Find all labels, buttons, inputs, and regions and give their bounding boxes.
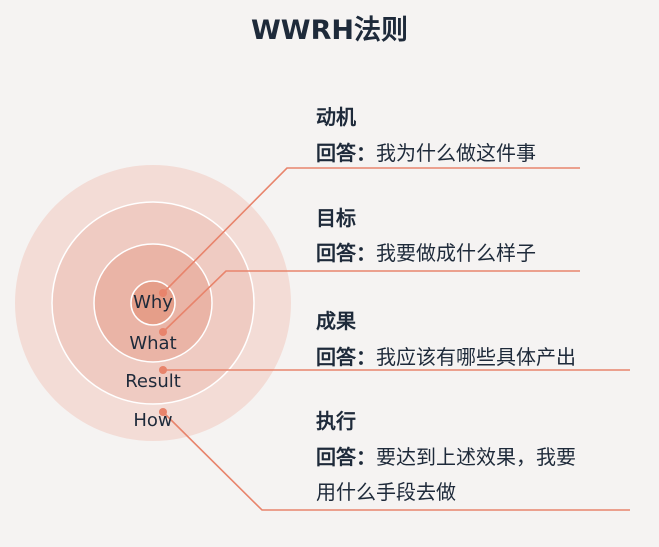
connector-what: [162, 270, 580, 333]
answer-text: 要达到上述效果，我要: [376, 445, 576, 469]
answer-label: 回答：: [316, 241, 376, 265]
ring-label-how: How: [133, 410, 173, 431]
answer-text: 我为什么做这件事: [376, 141, 536, 165]
answer-label: 回答：: [316, 445, 376, 469]
ring-label-why: Why: [133, 292, 173, 313]
heading-result: 成果: [316, 309, 356, 333]
dot-why: [159, 289, 167, 297]
heading-execution: 执行: [316, 409, 356, 433]
connector-why: [162, 167, 580, 294]
answer-execution: 回答：要达到上述效果，我要: [316, 445, 576, 469]
connector-how: [162, 411, 630, 511]
dot-what: [159, 328, 167, 336]
diagram-title: WWRH法则: [251, 15, 408, 46]
heading-motivation: 动机: [316, 105, 356, 129]
heading-goal: 目标: [316, 206, 356, 230]
ring-label-what: What: [129, 333, 177, 354]
answer-label: 回答：: [316, 345, 376, 369]
dot-result: [159, 366, 167, 374]
answer-text: 我要做成什么样子: [376, 241, 536, 265]
dot-how: [159, 408, 167, 416]
answer-execution-line2: 用什么手段去做: [316, 480, 456, 504]
answer-label: 回答：: [316, 141, 376, 165]
answer-result: 回答：我应该有哪些具体产出: [316, 345, 576, 369]
answer-motivation: 回答：我为什么做这件事: [316, 141, 536, 165]
answer-text: 我应该有哪些具体产出: [376, 345, 576, 369]
answer-goal: 回答：我要做成什么样子: [316, 241, 536, 265]
ring-label-result: Result: [125, 371, 181, 392]
